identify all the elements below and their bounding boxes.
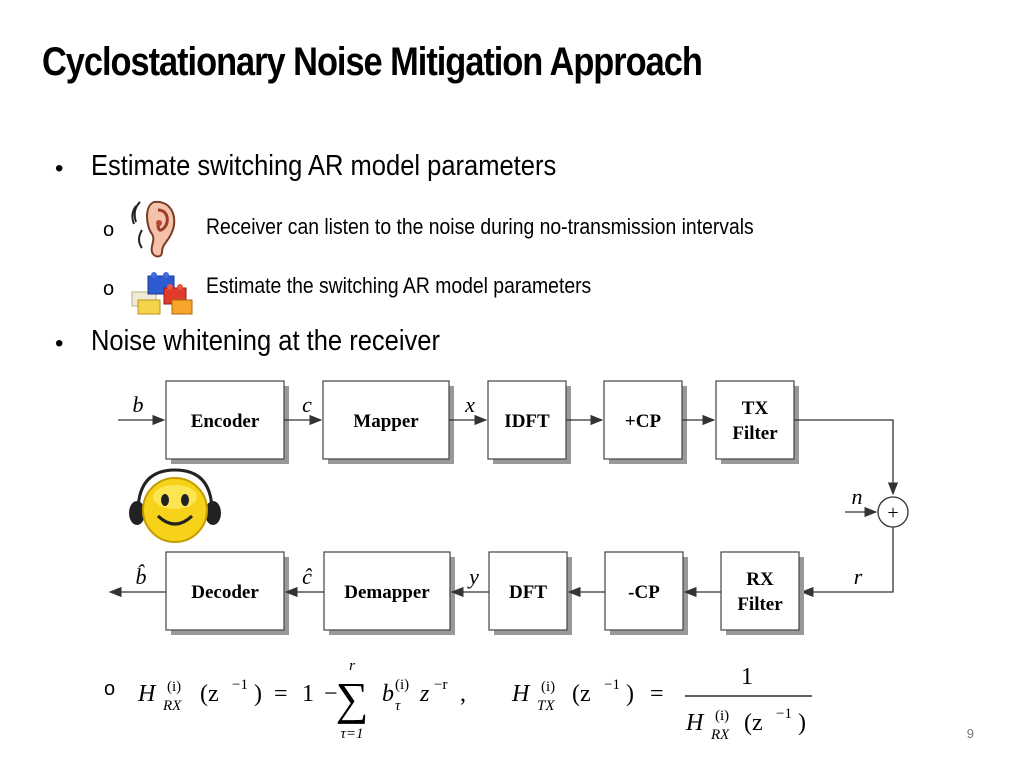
slide-title: Cyclostationary Noise Mitigation Approac…: [42, 40, 703, 84]
ear-icon: [131, 200, 176, 258]
subitem-estimate-parameters: Estimate the switching AR model paramete…: [206, 273, 592, 298]
mapper-block: Mapper: [322, 380, 454, 464]
svg-text:DFT: DFT: [509, 582, 547, 603]
bullet-noise-whitening: Noise whitening at the receiver: [91, 325, 440, 357]
svg-text:=: =: [650, 681, 664, 707]
svg-text:TX: TX: [537, 698, 555, 714]
svg-text:Encoder: Encoder: [191, 411, 260, 432]
signal-r-label: r: [854, 564, 863, 589]
svg-text:τ: τ: [395, 698, 401, 714]
formula-marker: o: [104, 678, 116, 700]
remove-cp-block: -CP: [604, 551, 688, 635]
svg-text:): ): [254, 681, 262, 707]
svg-text:Mapper: Mapper: [353, 411, 419, 432]
svg-text:): ): [798, 710, 806, 736]
svg-text:IDFT: IDFT: [504, 411, 550, 432]
bullet-marker: •: [55, 330, 64, 357]
svg-text:,: ,: [460, 681, 466, 707]
signal-y-label: y: [467, 564, 479, 589]
signal-c-hat-label: ĉ: [302, 564, 312, 589]
svg-text:z: z: [419, 681, 430, 707]
svg-text:τ=1: τ=1: [341, 726, 364, 742]
adder-node: +: [877, 496, 909, 528]
page-number: 9: [966, 726, 974, 741]
svg-text:-CP: -CP: [628, 582, 660, 603]
svg-text:TX: TX: [742, 398, 769, 419]
decoder-block: Decoder: [165, 551, 289, 635]
tx-filter-block: TX Filter: [715, 380, 799, 464]
svg-text:−r: −r: [434, 677, 447, 693]
bullet-marker: •: [55, 155, 64, 182]
bullet-estimate-parameters: Estimate switching AR model parameters: [91, 150, 557, 182]
svg-text:H: H: [511, 681, 531, 707]
svg-text:−1: −1: [604, 677, 620, 693]
svg-text:r: r: [349, 658, 355, 674]
building-blocks-icon: [131, 272, 193, 315]
svg-text:∑: ∑: [336, 673, 369, 724]
svg-text:=: =: [274, 681, 288, 707]
signal-b-hat-label: b̂: [136, 564, 147, 589]
svg-text:): ): [626, 681, 634, 707]
smiley-headphones-icon: [129, 468, 221, 543]
svg-text:Decoder: Decoder: [191, 582, 259, 603]
svg-text:Demapper: Demapper: [344, 582, 430, 603]
svg-text:−1: −1: [776, 706, 792, 722]
svg-text:(z: (z: [744, 710, 763, 736]
idft-block: IDFT: [487, 380, 571, 464]
svg-text:(i): (i): [541, 679, 555, 695]
subitem-listen-noise: Receiver can listen to the noise during …: [206, 214, 754, 239]
transceiver-block-diagram: Encoder Mapper IDFT +CP TX Filter + Deco…: [108, 380, 909, 635]
svg-text:H: H: [685, 710, 705, 736]
svg-text:+CP: +CP: [625, 411, 662, 432]
svg-text:(i): (i): [395, 677, 409, 693]
demapper-block: Demapper: [323, 551, 455, 635]
svg-text:RX: RX: [162, 698, 182, 714]
whitening-filter-formula: H (i) RX (z −1 ) = 1 − r ∑ τ=1 b (i) τ z…: [137, 658, 812, 743]
svg-text:Filter: Filter: [732, 423, 778, 444]
signal-c-label: c: [302, 392, 312, 417]
svg-text:b: b: [382, 681, 394, 707]
svg-text:−: −: [324, 681, 338, 707]
svg-text:(i): (i): [715, 708, 729, 724]
encoder-block: Encoder: [165, 380, 289, 464]
svg-text:RX: RX: [710, 727, 730, 743]
signal-b-label: b: [133, 392, 144, 417]
add-cp-block: +CP: [603, 380, 687, 464]
svg-text:+: +: [887, 502, 898, 524]
svg-text:(i): (i): [167, 679, 181, 695]
svg-text:Filter: Filter: [737, 594, 783, 615]
subbullet-marker: o: [103, 278, 115, 300]
svg-text:RX: RX: [746, 569, 774, 590]
rx-filter-block: RX Filter: [720, 551, 804, 635]
svg-text:(z: (z: [200, 681, 219, 707]
svg-text:H: H: [137, 681, 157, 707]
svg-text:(z: (z: [572, 681, 591, 707]
signal-x-label: x: [464, 392, 475, 417]
subbullet-marker: o: [103, 219, 115, 241]
svg-text:1: 1: [302, 681, 314, 707]
signal-n-label: n: [852, 484, 863, 509]
dft-block: DFT: [488, 551, 572, 635]
svg-text:1: 1: [741, 664, 753, 690]
svg-text:−1: −1: [232, 677, 248, 693]
